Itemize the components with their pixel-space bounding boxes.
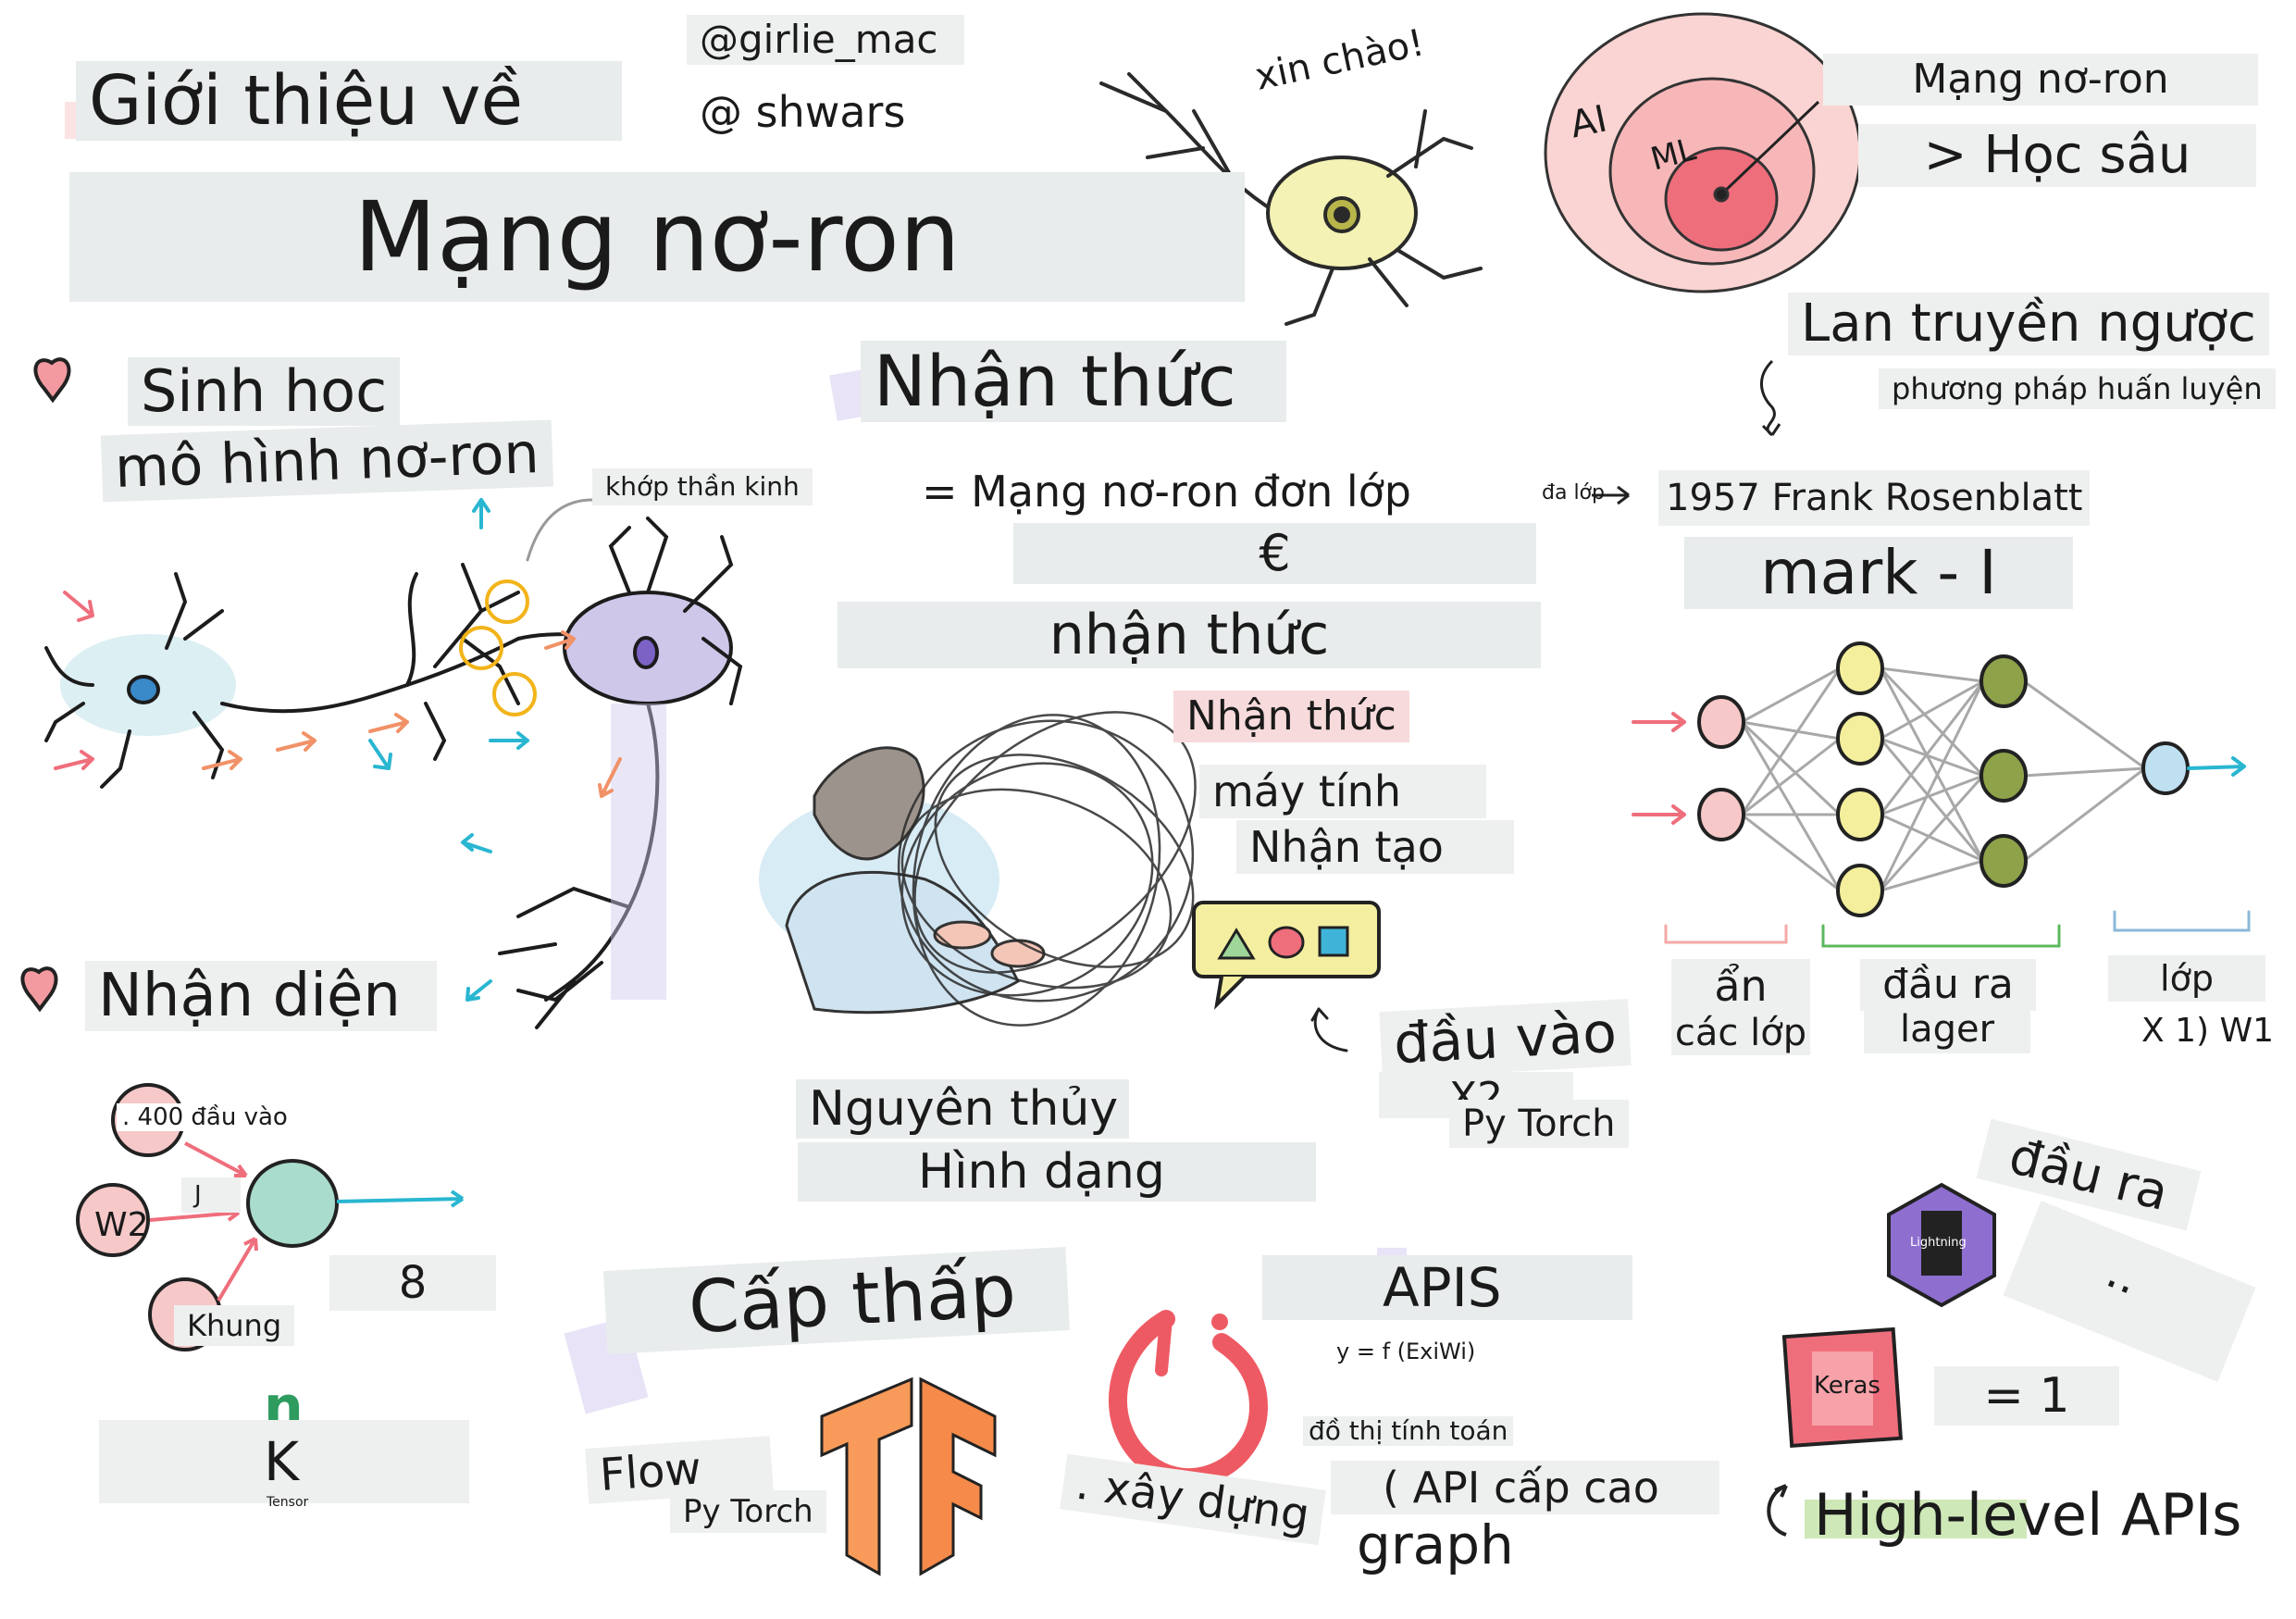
heart-icon xyxy=(20,966,58,1013)
recognition-tensor: Tensor xyxy=(267,1495,309,1510)
network-edge xyxy=(1879,666,1985,778)
single-layer-label: = Mạng nơ-ron đơn lớp xyxy=(909,465,1424,518)
network-edge xyxy=(1740,720,1842,816)
high-api-label: ( API cấp cao xyxy=(1331,1461,1719,1514)
network-edge xyxy=(1740,720,1842,741)
training-method-label: phương pháp huấn luyện xyxy=(1879,368,2276,409)
network-edge xyxy=(1879,679,1985,816)
network-edge xyxy=(1740,666,1842,816)
pytorch-logo xyxy=(1109,1310,1269,1488)
layers-label: các lớp xyxy=(1671,1011,1810,1055)
pytorch-label-2: Py Torch xyxy=(670,1490,826,1533)
shape-label: Hình dạng xyxy=(798,1142,1316,1202)
backprop-arrow xyxy=(1759,359,1781,437)
perceptron-heading: Nhận thức xyxy=(861,341,1286,422)
multilayer-label: đa lớp xyxy=(1542,481,1605,504)
backprop-heading: Lan truyền ngược xyxy=(1788,293,2269,355)
perceptron-heading-2: nhận thức xyxy=(838,602,1541,668)
network-node xyxy=(1836,864,1884,917)
network-node xyxy=(1836,788,1884,841)
author-handle-1: @girlie_mac xyxy=(687,15,964,65)
recognition-k: K xyxy=(99,1420,469,1503)
computer-label: máy tính xyxy=(1199,765,1486,818)
network-node xyxy=(1836,641,1884,695)
network-node xyxy=(1980,749,2028,803)
recognition-heading: Nhận diện xyxy=(85,961,437,1031)
network-node xyxy=(1697,788,1745,841)
network-edge xyxy=(1740,666,1842,724)
ai-ml-venn xyxy=(1544,12,1862,293)
high-level-apis-label: High-level APIs xyxy=(1814,1481,2242,1549)
rosenblatt-illustration xyxy=(759,711,1381,1052)
hidden-label: ẩn xyxy=(1671,959,1810,1013)
network-edge xyxy=(2022,679,2147,770)
hello-neuron-illustration xyxy=(1099,72,1483,326)
recognition-j: J xyxy=(181,1177,241,1213)
biology-heading: Sinh hoc xyxy=(128,357,401,426)
recognition-eight: 8 xyxy=(329,1255,496,1311)
venn-deep-learning-label: > Học sâu xyxy=(1858,124,2256,187)
title-intro: Giới thiệu về xyxy=(76,61,622,141)
apis-label: APIS xyxy=(1262,1255,1632,1320)
network-edge xyxy=(1879,679,1985,892)
venn-neural-net-label: Mạng nơ-ron xyxy=(1823,54,2258,106)
rosenblatt-label: 1957 Frank Rosenblatt xyxy=(1658,470,2091,526)
equals-one-label: = 1 xyxy=(1934,1366,2119,1426)
multilayer-arrow xyxy=(1592,485,1630,505)
graph-compute-label: đồ thị tính toán xyxy=(1303,1416,1514,1446)
network-node xyxy=(2141,741,2190,795)
page-title: Mạng nơ-ron xyxy=(69,172,1245,302)
network-edge xyxy=(2022,766,2147,778)
network-node xyxy=(1980,654,2028,708)
input-label: đầu vào xyxy=(1379,999,1632,1078)
neural-network-diagram xyxy=(1632,641,2251,948)
network-edge xyxy=(1879,666,1985,683)
network-node xyxy=(1697,695,1745,749)
network-edge xyxy=(1879,774,1985,816)
network-edge xyxy=(1740,813,1842,892)
biological-neuron-illustration xyxy=(44,498,743,1029)
mark-i-label: mark - I xyxy=(1684,537,2073,609)
network-edge xyxy=(1740,737,1842,816)
venn-ai-label: AI xyxy=(1566,97,1611,147)
network-edge xyxy=(1879,859,1985,892)
signal-arrows xyxy=(54,498,622,1002)
high-level-arrow xyxy=(1767,1484,1788,1537)
network-edge xyxy=(1879,774,1985,892)
recognition-w2: W2 xyxy=(94,1206,149,1244)
graph-word: graph xyxy=(1357,1513,1514,1576)
tensorflow-logo xyxy=(820,1376,997,1576)
lightning-label: Lightning xyxy=(1910,1236,1967,1250)
lager-label: lager xyxy=(1864,1005,2030,1053)
recognition-inputs: . 400 đầu vào xyxy=(117,1103,293,1131)
recognition-frame: Khung xyxy=(174,1305,295,1346)
network-edge xyxy=(1879,813,1985,863)
perceptron-symbol: € xyxy=(1013,523,1536,584)
formula-label: y = f (ExiWi) xyxy=(1331,1339,1482,1364)
network-edge xyxy=(1879,666,1985,863)
perception-label: Nhận thức xyxy=(1173,691,1409,742)
output-label: đầu ra xyxy=(1860,959,2036,1011)
network-node xyxy=(1980,834,2028,888)
network-edge xyxy=(1879,737,1985,863)
author-handle-2: @ shwars xyxy=(687,85,919,139)
primitive-label: Nguyên thủy xyxy=(796,1079,1129,1139)
network-node xyxy=(1836,712,1884,766)
artificial-label: Nhận tạo xyxy=(1236,820,1514,874)
network-edge xyxy=(2022,766,2147,863)
pytorch-label-1: Py Torch xyxy=(1449,1100,1629,1148)
network-edge xyxy=(1879,737,1985,778)
network-edge xyxy=(1879,679,1985,741)
keras-label: Keras xyxy=(1814,1372,1880,1400)
synapse-label: khớp thần kinh xyxy=(592,468,813,505)
heart-icon xyxy=(33,357,71,404)
network-edge xyxy=(1740,720,1842,892)
weights-label: X 1) W1 xyxy=(2128,1009,2287,1053)
layer-label: lớp xyxy=(2108,955,2265,1002)
